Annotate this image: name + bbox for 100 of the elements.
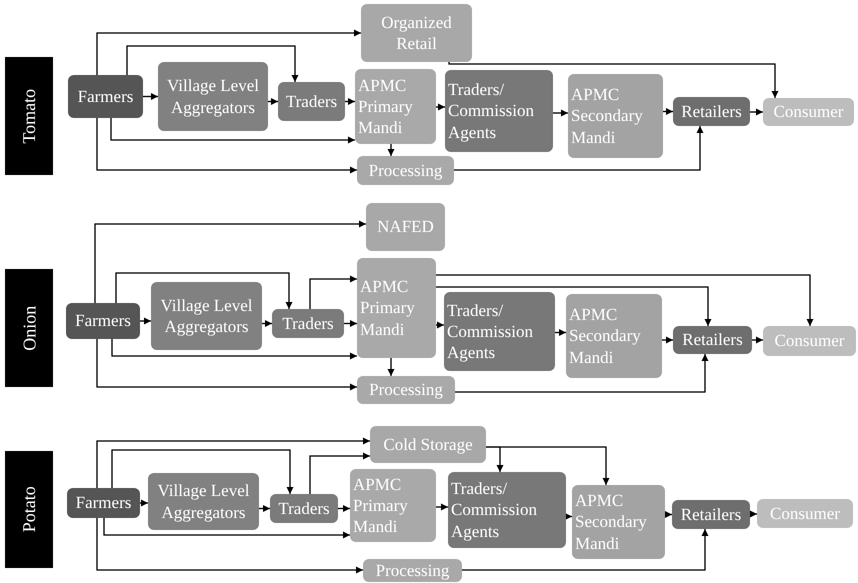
arrow bbox=[111, 339, 357, 360]
box-label: Farmers bbox=[76, 86, 134, 108]
process-box bbox=[673, 326, 752, 354]
process-box bbox=[357, 156, 454, 185]
arrow bbox=[309, 276, 357, 309]
arrow bbox=[96, 339, 357, 390]
box-label: Village Level Aggregators bbox=[166, 75, 260, 118]
arrow bbox=[565, 513, 572, 520]
process-box bbox=[757, 499, 853, 528]
process-box bbox=[357, 376, 455, 404]
box-label: APMC Primary Mandi bbox=[353, 474, 409, 538]
box-label: Farmers bbox=[74, 492, 132, 514]
box-label: Potato bbox=[18, 486, 40, 532]
process-box bbox=[763, 98, 854, 126]
box-label: NAFED bbox=[376, 216, 435, 238]
arrow bbox=[436, 286, 712, 326]
arrow bbox=[750, 510, 757, 518]
box-label: Retailers bbox=[680, 100, 743, 122]
box-label: Traders/ Commission Agents bbox=[448, 79, 535, 143]
process-box bbox=[572, 485, 665, 559]
arrow bbox=[262, 320, 272, 327]
arrow bbox=[259, 505, 270, 512]
box-label: APMC Secondary Mandi bbox=[569, 304, 642, 368]
process-box bbox=[270, 494, 338, 523]
process-box bbox=[444, 292, 555, 371]
box-label: Traders/ Commission Agents bbox=[451, 478, 538, 542]
arrow bbox=[140, 500, 148, 506]
process-box bbox=[568, 74, 663, 158]
arrow bbox=[344, 320, 357, 327]
process-box bbox=[278, 82, 345, 121]
box-label: APMC Primary Mandi bbox=[360, 276, 416, 340]
arrow bbox=[663, 108, 673, 115]
box-label: Retailers bbox=[680, 504, 742, 526]
box-label: Consumer bbox=[774, 330, 846, 352]
process-box bbox=[673, 97, 750, 126]
arrow bbox=[96, 30, 361, 75]
box-label: Tomato bbox=[18, 88, 40, 144]
arrow bbox=[110, 118, 355, 144]
arrow bbox=[555, 329, 566, 336]
arrow bbox=[462, 529, 708, 571]
arrow bbox=[436, 504, 448, 510]
process-box bbox=[68, 75, 143, 118]
arrow bbox=[455, 354, 708, 393]
process-box bbox=[361, 4, 472, 62]
box-label: APMC Secondary Mandi bbox=[575, 490, 648, 554]
arrow bbox=[454, 126, 704, 171]
process-box bbox=[272, 309, 344, 338]
box-label: Village Level Aggregators bbox=[160, 294, 254, 338]
process-box bbox=[151, 282, 262, 350]
box-label: Traders bbox=[281, 312, 335, 334]
process-box bbox=[363, 559, 462, 582]
box-label: Processing bbox=[374, 560, 450, 582]
box-label: Traders bbox=[277, 498, 331, 520]
box-label: Cold Storage bbox=[382, 434, 474, 456]
process-box bbox=[370, 426, 486, 463]
arrow bbox=[662, 336, 673, 344]
process-box bbox=[148, 473, 259, 530]
box-label: Village Level Aggregators bbox=[156, 480, 250, 523]
arrow bbox=[309, 452, 370, 494]
arrow bbox=[115, 272, 292, 309]
arrow bbox=[111, 449, 294, 494]
process-box bbox=[158, 62, 268, 131]
box-label: Organized Retail bbox=[380, 12, 453, 54]
box-label: Consumer bbox=[769, 502, 841, 524]
arrow bbox=[750, 108, 763, 116]
box-label: Retailers bbox=[681, 329, 744, 351]
box-label: Processing bbox=[368, 160, 444, 182]
box-label: Processing bbox=[368, 379, 444, 401]
process-box bbox=[67, 488, 140, 518]
process-box bbox=[672, 500, 750, 529]
process-box bbox=[355, 69, 436, 144]
arrow bbox=[436, 322, 444, 328]
arrow bbox=[436, 274, 814, 326]
process-box bbox=[763, 326, 856, 356]
arrow bbox=[436, 104, 445, 110]
arrow bbox=[388, 358, 394, 376]
arrow bbox=[448, 62, 778, 98]
arrow bbox=[752, 336, 763, 344]
arrow bbox=[345, 98, 355, 105]
category-label-box bbox=[5, 269, 53, 387]
process-box bbox=[566, 294, 662, 378]
arrow bbox=[96, 518, 363, 574]
arrow bbox=[143, 93, 158, 100]
arrow bbox=[338, 505, 350, 512]
process-box bbox=[357, 258, 436, 358]
process-box bbox=[448, 472, 566, 548]
box-label: Onion bbox=[18, 306, 40, 350]
box-label: APMC Secondary Mandi bbox=[571, 84, 644, 148]
arrow bbox=[140, 318, 151, 324]
box-label: Consumer bbox=[772, 101, 844, 123]
arrow bbox=[126, 45, 298, 82]
arrow bbox=[486, 446, 610, 485]
arrow bbox=[94, 220, 366, 303]
box-label: APMC Primary Mandi bbox=[358, 74, 414, 138]
category-label-box bbox=[5, 57, 53, 175]
box-label: Traders/ Commission Agents bbox=[447, 300, 534, 364]
arrow bbox=[96, 438, 370, 488]
process-box bbox=[350, 469, 436, 542]
arrow bbox=[96, 118, 357, 174]
box-label: Traders bbox=[284, 90, 338, 112]
